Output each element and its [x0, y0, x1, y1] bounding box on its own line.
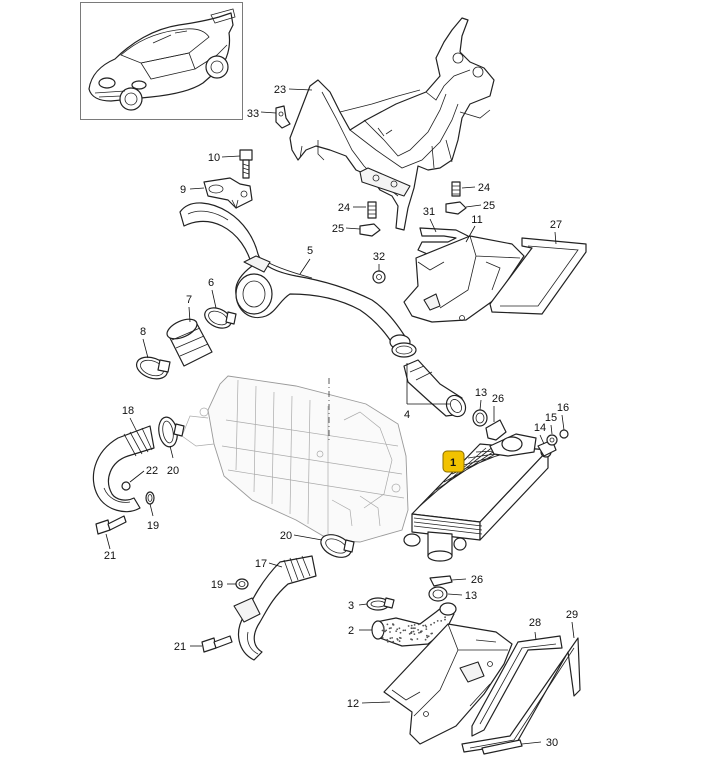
- callout[interactable]: 33: [247, 108, 259, 120]
- callout[interactable]: 13: [465, 590, 477, 602]
- callout[interactable]: 8: [140, 326, 146, 338]
- bolt: [95, 515, 233, 653]
- sensor: [537, 429, 569, 457]
- callout[interactable]: 29: [566, 609, 578, 621]
- duct-gasket: [471, 635, 563, 737]
- seal-strip: [481, 739, 523, 755]
- intercooler: [403, 433, 552, 562]
- vehicle-thumbnail: [80, 2, 243, 120]
- callout[interactable]: 23: [274, 84, 286, 96]
- callout[interactable]: 20: [167, 465, 179, 477]
- callout[interactable]: 28: [529, 617, 541, 629]
- sports-car-icon: [88, 8, 236, 111]
- air-duct: [383, 623, 513, 745]
- intercooler-hose: [403, 359, 467, 418]
- callout[interactable]: 5: [307, 245, 313, 257]
- duct-gasket: [489, 237, 587, 315]
- plug: [121, 481, 131, 491]
- callout[interactable]: 4: [404, 409, 410, 421]
- clamp: [391, 342, 417, 358]
- callout[interactable]: 27: [550, 219, 562, 231]
- callout[interactable]: 14: [534, 422, 546, 434]
- hose-texture: [381, 616, 446, 643]
- callout[interactable]: 25: [483, 200, 495, 212]
- callout[interactable]: 11: [471, 214, 482, 226]
- nut: [359, 201, 467, 237]
- threaded-stud: [367, 181, 461, 219]
- callout[interactable]: 7: [186, 294, 192, 306]
- callout[interactable]: 22: [146, 465, 158, 477]
- callout[interactable]: 20: [280, 530, 292, 542]
- hose-holder: [203, 177, 253, 210]
- clamp: [204, 307, 237, 329]
- callout[interactable]: 21: [174, 641, 186, 653]
- charge-air-pipe: [179, 202, 411, 350]
- callout[interactable]: 21: [104, 550, 116, 562]
- washer: [372, 270, 386, 284]
- air-duct: [403, 235, 525, 323]
- selected-part-marker[interactable]: [442, 450, 465, 473]
- bracket-clip: [275, 105, 291, 129]
- callout[interactable]: 19: [147, 520, 159, 532]
- callout[interactable]: 25: [332, 223, 344, 235]
- callout[interactable]: 30: [546, 737, 558, 749]
- callout[interactable]: 16: [557, 402, 569, 414]
- callout[interactable]: 10: [208, 152, 220, 164]
- hose-coupling: [166, 318, 213, 367]
- clamp: [320, 534, 355, 558]
- intake-hose: [92, 425, 155, 513]
- callout-labels: 23 33 10 9 24 25 24 25 31 11 27 5 32 6 7…: [104, 84, 578, 749]
- callout[interactable]: 26: [471, 574, 483, 586]
- callout[interactable]: 2: [348, 625, 354, 637]
- callout[interactable]: 9: [180, 184, 186, 196]
- callout[interactable]: 24: [338, 202, 350, 214]
- callout[interactable]: 26: [492, 393, 504, 405]
- mount-bracket: [289, 17, 495, 231]
- intake-hose: [233, 555, 317, 661]
- callout[interactable]: 3: [348, 600, 354, 612]
- callout-selected[interactable]: 1: [450, 457, 456, 469]
- callout[interactable]: 18: [122, 405, 134, 417]
- clamp: [158, 416, 185, 448]
- duct-gasket: [461, 637, 581, 753]
- callout[interactable]: 24: [478, 182, 490, 194]
- engine-ghost: [181, 375, 409, 543]
- bolt: [239, 149, 253, 179]
- callout[interactable]: 12: [347, 698, 359, 710]
- callout[interactable]: 17: [255, 558, 267, 570]
- callout[interactable]: 6: [208, 277, 214, 289]
- hose-clip: [429, 419, 507, 587]
- callout[interactable]: 15: [545, 412, 557, 424]
- leader-lines: [105, 88, 575, 745]
- o-ring: [145, 491, 249, 590]
- callout[interactable]: 13: [475, 387, 487, 399]
- clamp: [135, 356, 171, 380]
- o-ring: [428, 409, 488, 602]
- callout[interactable]: 31: [423, 206, 435, 218]
- clamp: [366, 597, 395, 611]
- callout[interactable]: 19: [211, 579, 223, 591]
- callout[interactable]: 32: [373, 251, 385, 263]
